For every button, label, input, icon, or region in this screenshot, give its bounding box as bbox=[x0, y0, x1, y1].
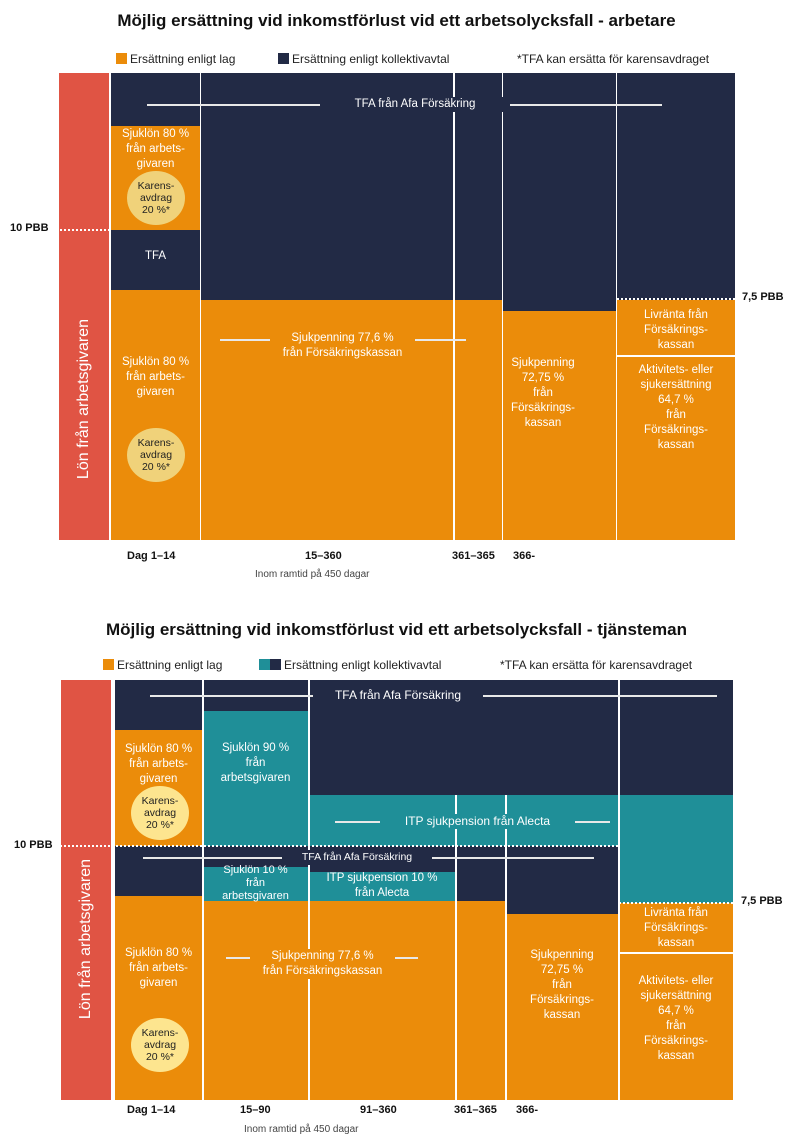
axis-label: 366- bbox=[513, 550, 536, 562]
sjuklon10-label: Sjuklön 10 % från arbetsgivaren bbox=[222, 864, 289, 902]
ramtid-label: Inom ramtid på 450 dagar bbox=[244, 1124, 359, 1135]
axis-label: Dag 1–14 bbox=[127, 1104, 176, 1116]
block-aktivitet bbox=[617, 357, 735, 540]
pbb10-line bbox=[0, 845, 618, 847]
sjukpenning2-label: Sjukpenning 72,75 % från Försäkrings- ka… bbox=[530, 949, 594, 1021]
lon-label: Lön från arbetsgivaren bbox=[75, 318, 92, 480]
legend-label: Ersättning enligt kollektivavtal bbox=[284, 658, 442, 672]
axis-label: 361–365 bbox=[452, 550, 495, 562]
legend-lag: Ersättning enligt lag bbox=[116, 52, 235, 66]
sjukpenning2-label: Sjukpenning 72,75 % från Försäkrings- ka… bbox=[511, 357, 575, 429]
axis-label: 15–90 bbox=[240, 1104, 271, 1116]
lon-bar bbox=[59, 73, 109, 540]
aktivitet-label: Aktivitets- eller sjukersättning 64,7 % … bbox=[638, 975, 714, 1062]
pbb75-line bbox=[619, 902, 733, 904]
block-livranta bbox=[617, 300, 735, 355]
legend-lag: Ersättning enligt lag bbox=[103, 658, 222, 672]
itp-label: ITP sjukpension från Alecta bbox=[380, 814, 575, 829]
divider bbox=[453, 73, 455, 540]
karens-bottom-circle: Karens- avdrag 20 %* bbox=[127, 428, 185, 482]
chart2-title: Möjlig ersättning vid inkomstförlust vid… bbox=[106, 620, 687, 639]
aktivitet-label: Aktivitets- eller sjukersättning 64,7 % … bbox=[638, 364, 714, 451]
legend-swatch-navy bbox=[278, 53, 289, 64]
block-sjuklon-bottom bbox=[111, 290, 200, 540]
legend-kollektiv: Ersättning enligt kollektivavtal bbox=[278, 52, 449, 66]
block-sjukpenning bbox=[203, 901, 505, 1100]
legend-kollektiv: Ersättning enligt kollektivavtal bbox=[259, 658, 441, 672]
tfa-top-label: TFA från Afa Försäkring bbox=[313, 688, 483, 703]
legend-swatch-orange bbox=[103, 659, 114, 670]
tfa-top-label: TFA från Afa Försäkring bbox=[320, 97, 510, 112]
divider bbox=[618, 680, 620, 1100]
block-sjuklon10 bbox=[203, 867, 308, 901]
block bbox=[503, 73, 616, 311]
block-sjukpenning2 bbox=[506, 914, 618, 1100]
pbb75-line bbox=[617, 298, 735, 300]
block bbox=[203, 846, 308, 867]
legend-label: Ersättning enligt lag bbox=[117, 658, 223, 672]
sjuklon-top-label: Sjuklön 80 % från arbets- givaren bbox=[121, 128, 190, 170]
livranta-label: Livränta från Försäkrings- kassan bbox=[644, 907, 708, 949]
legend-label: Ersättning enligt lag bbox=[130, 52, 236, 66]
block-tfa bbox=[111, 230, 200, 290]
block-sjuklon90 bbox=[203, 711, 308, 846]
block-livranta bbox=[619, 903, 733, 952]
block-tfa bbox=[115, 846, 202, 896]
divider bbox=[455, 795, 457, 1100]
tfa-mid-label: TFA från Afa Försäkring bbox=[282, 850, 432, 865]
chart1-title: Möjlig ersättning vid inkomstförlust vid… bbox=[117, 11, 676, 30]
divider bbox=[308, 680, 310, 1100]
karens-top-circle: Karens- avdrag 20 %* bbox=[131, 786, 189, 840]
lon-bar bbox=[61, 680, 111, 1100]
tfa-small-label: TFA bbox=[144, 250, 167, 262]
sjukpenning-label: Sjukpenning 77,6 % från Försäkringskassa… bbox=[250, 949, 395, 979]
block bbox=[111, 73, 200, 126]
block bbox=[617, 73, 735, 300]
axis-label: Dag 1–14 bbox=[127, 550, 176, 562]
legend-swatch-orange bbox=[116, 53, 127, 64]
legend-note: *TFA kan ersätta för karensavdraget bbox=[500, 658, 693, 672]
pbb10-label: 10 PBB bbox=[14, 839, 53, 851]
lon-label: Lön från arbetsgivaren bbox=[77, 858, 94, 1020]
livranta-label: Livränta från Försäkrings- kassan bbox=[644, 309, 708, 351]
axis-label: 366- bbox=[516, 1104, 539, 1116]
itp10-label: ITP sjukpension 10 % från Alecta bbox=[326, 872, 438, 899]
axis-label: 91–360 bbox=[360, 1104, 397, 1116]
block bbox=[115, 680, 202, 730]
pbb75-label: 7,5 PBB bbox=[742, 291, 784, 303]
pbb10-label: 10 PBB bbox=[10, 222, 49, 234]
block-itp bbox=[619, 846, 733, 903]
block-itp10 bbox=[309, 872, 455, 901]
sjuklon90-label: Sjuklön 90 % från arbetsgivaren bbox=[220, 742, 291, 784]
legend-label: Ersättning enligt kollektivavtal bbox=[292, 52, 450, 66]
axis-label: 361–365 bbox=[454, 1104, 497, 1116]
block-sjukpenning2 bbox=[503, 311, 616, 540]
karens-bottom-circle: Karens- avdrag 20 %* bbox=[131, 1018, 189, 1072]
karens-top-circle: Karens- avdrag 20 %* bbox=[127, 171, 185, 225]
sjuklon-bottom-label: Sjuklön 80 % från arbets- givaren bbox=[121, 356, 190, 398]
divider bbox=[505, 795, 507, 1100]
legend-swatch-navy bbox=[270, 659, 281, 670]
ramtid-label: Inom ramtid på 450 dagar bbox=[255, 569, 370, 580]
sjuklon-top-label: Sjuklön 80 % från arbets- givaren bbox=[124, 743, 193, 785]
pbb10-line bbox=[0, 229, 110, 231]
sjukpenning-label: Sjukpenning 77,6 % från Försäkringskassa… bbox=[270, 331, 415, 361]
sjuklon-bottom-label: Sjuklön 80 % från arbets- givaren bbox=[124, 947, 193, 989]
legend-note: *TFA kan ersätta för karensavdraget bbox=[517, 52, 710, 66]
legend-swatch-teal bbox=[259, 659, 270, 670]
axis-label: 15–360 bbox=[305, 550, 342, 562]
pbb75-label: 7,5 PBB bbox=[741, 895, 783, 907]
divider bbox=[202, 680, 204, 1100]
block-aktivitet bbox=[619, 954, 733, 1100]
